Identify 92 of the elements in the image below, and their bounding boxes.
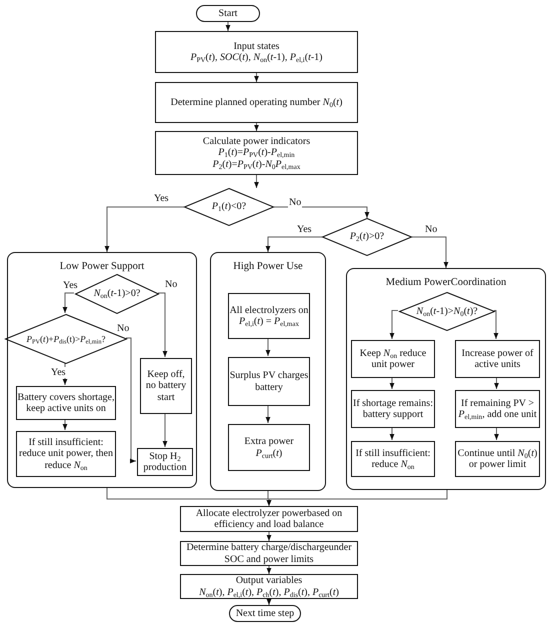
condition-text: P$_{2}$(t)>0? — [350, 231, 384, 243]
edge-label: Yes — [296, 224, 313, 235]
arrow — [104, 206, 184, 252]
step-text: Calculate power indicators — [202, 136, 310, 148]
step-text: N$_{on}$(t), P$_{el,i}$(t), P$_{ch}$(t), P$_{dis}$(t), P$_{curt}$(t) — [199, 586, 339, 598]
arrow — [494, 376, 499, 390]
process-box — [137, 448, 193, 476]
step-text: P$_{el,i}$(t) = P$_{el,max}$ — [239, 316, 299, 328]
arrow — [266, 532, 272, 542]
process-box — [351, 340, 435, 378]
arrow — [254, 122, 259, 132]
step-text: Input states — [234, 40, 280, 52]
edge-label: Yes — [153, 193, 170, 204]
arrow — [266, 338, 270, 356]
arrow — [162, 412, 168, 448]
process-box — [455, 390, 540, 428]
arrow — [62, 418, 68, 430]
arrow — [390, 310, 398, 340]
condition-text: P$_{1}$(t)<0? — [212, 201, 246, 213]
arrow — [494, 310, 498, 340]
arrow — [266, 236, 322, 252]
step-text: Output variables — [236, 575, 302, 586]
edge-label: Yes — [62, 280, 79, 291]
arrow — [266, 404, 270, 424]
arrow — [158, 292, 168, 358]
condition-text: N$_{on}$(t-1)>0? — [94, 288, 140, 300]
process-box — [351, 441, 435, 477]
group-panel — [210, 252, 326, 491]
step-text: P$_{2}$(t)=P$_{PV}$(t)-N$_{0}$P$_{el,max}$ — [212, 158, 300, 170]
process-box — [155, 131, 358, 175]
step-text: All electrolyzers on — [230, 304, 308, 316]
arrow — [266, 566, 272, 574]
condition-text: N$_{on}$(t-1)>N$_{0}$(t)? — [416, 306, 478, 318]
step-text: If shortage remains: battery support — [352, 398, 434, 420]
group-title: Low Power Support — [60, 261, 144, 274]
arrow — [390, 376, 394, 390]
group-title: High Power Use — [233, 261, 303, 274]
step-text: Extra power — [244, 436, 294, 448]
process-box — [140, 358, 192, 414]
arrow — [254, 174, 259, 188]
step-text: If still insufficient: reduce N$_{on}$ — [354, 448, 432, 470]
step-text: Allocate electrolyzer powerbased on efficiency and load balance — [194, 508, 344, 530]
arrow — [412, 236, 448, 268]
step-text: Increase power of active units — [460, 348, 534, 370]
step-text: Determine battery charge/dischargeunder SOC and power limits — [185, 542, 353, 565]
arrow — [254, 72, 259, 82]
process-box — [455, 340, 540, 378]
arrow — [274, 206, 370, 218]
step-text: Surplus PV charges battery — [229, 370, 309, 393]
step-text: If still insufficient: reduce unit power, then reduce N$_{on}$ — [18, 436, 114, 472]
edge-label: No — [424, 224, 438, 235]
step-text: Battery covers shortage, keep active units on — [17, 392, 115, 414]
arrow — [390, 426, 394, 440]
process-box — [180, 574, 358, 599]
step-text: Next time step — [236, 608, 294, 620]
process-box — [228, 357, 310, 406]
process-box — [16, 386, 116, 420]
edge-label: No — [288, 197, 302, 208]
edge-label: No — [164, 279, 178, 290]
process-box — [351, 390, 435, 428]
step-text: P$_{curt}$(t) — [256, 448, 282, 459]
process-box — [16, 431, 116, 477]
edge-label: Yes — [50, 367, 67, 378]
arrow — [266, 598, 272, 606]
process-box — [155, 31, 358, 73]
condition-text: P$_{PV}$(t)+P$_{dis}$(t)>P$_{el,min}$? — [26, 334, 106, 344]
step-text: P$_{PV}$(t), SOC(t), N$_{on}$(t-1), P$_{el,i}$(t-1) — [190, 52, 323, 64]
step-text: Determine planned operating number N$_{0}$(t) — [170, 96, 342, 108]
arrow — [62, 362, 68, 386]
step-text: Stop H$_{2}$ production — [142, 450, 188, 474]
terminator-shape — [196, 5, 260, 22]
group-panel — [346, 268, 546, 490]
arrow — [494, 426, 499, 440]
process-box — [180, 506, 358, 532]
step-text: Keep off, no battery start — [144, 368, 188, 404]
arrow — [126, 338, 136, 464]
terminator-shape — [229, 605, 301, 622]
process-box — [228, 293, 310, 339]
process-box — [228, 424, 310, 471]
step-text: Keep N$_{on}$ reduce unit power — [358, 348, 428, 370]
process-box — [455, 441, 540, 477]
step-text: Continue until N$_{0}$(t) or power limit — [456, 448, 538, 470]
arrow — [266, 490, 448, 506]
step-text: P$_{1}$(t)=P$_{PV}$(t)-P$_{el,min}$ — [218, 147, 295, 159]
arrow — [62, 292, 74, 314]
step-text: Start — [218, 8, 238, 20]
arrow — [226, 22, 230, 32]
edge-label: No — [116, 323, 130, 334]
group-panel — [7, 252, 197, 488]
step-text: If remaining PV > P$_{el,min}$, add one unit — [457, 398, 538, 420]
process-box — [155, 82, 358, 123]
group-title: Medium PowerCoordination — [386, 277, 506, 290]
